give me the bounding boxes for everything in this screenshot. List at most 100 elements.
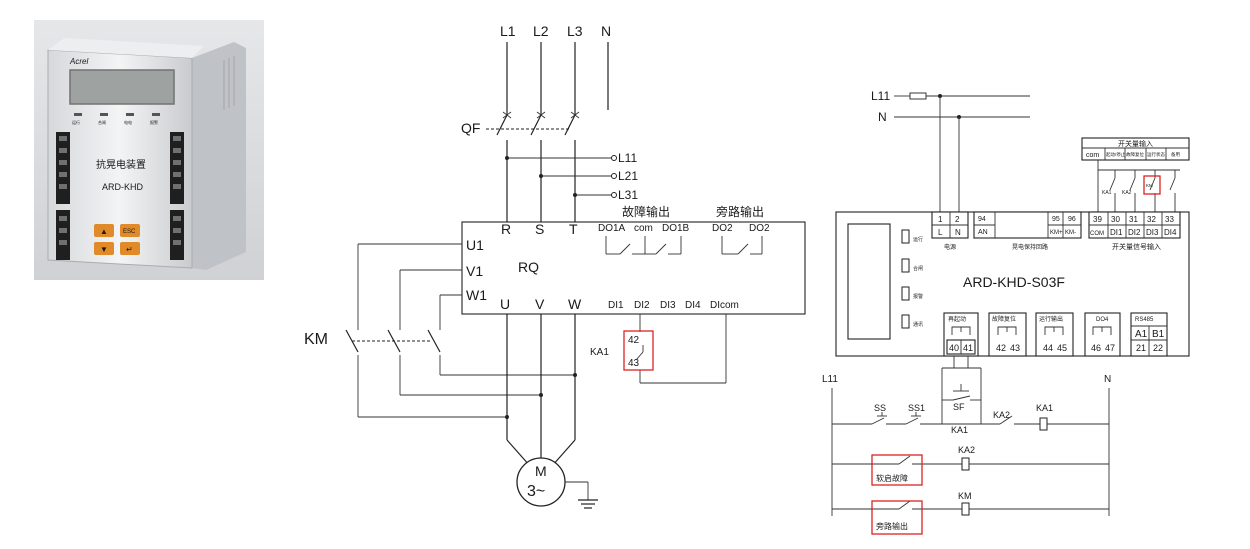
svg-text:运行: 运行 bbox=[913, 236, 923, 243]
device-label-rq: RQ bbox=[518, 259, 539, 275]
ground-icon bbox=[565, 481, 598, 509]
ka2-coil bbox=[961, 457, 970, 471]
control-rail-l11: L11 bbox=[822, 374, 838, 385]
contactor-label: KM bbox=[304, 331, 328, 348]
svg-text:N: N bbox=[955, 228, 961, 237]
svg-text:KM+: KM+ bbox=[1050, 230, 1063, 236]
svg-text:com: com bbox=[1086, 152, 1099, 159]
terminal-u: U bbox=[500, 296, 510, 312]
panel-model: ARD-KHD bbox=[102, 182, 144, 192]
svg-text:通讯: 通讯 bbox=[913, 321, 923, 328]
svg-text:DI2: DI2 bbox=[1128, 228, 1141, 237]
supply-label-l11: L11 bbox=[871, 89, 890, 103]
soft-starter-box bbox=[461, 221, 806, 315]
bypass-output-title: 旁路输出 bbox=[716, 204, 764, 219]
tap-label-l11: L11 bbox=[618, 151, 637, 165]
bypass-term-do2a: DO2 bbox=[712, 223, 733, 234]
tap-label-l31: L31 bbox=[618, 188, 638, 202]
relay-ka1-highlight bbox=[623, 330, 654, 371]
svg-text:报警: 报警 bbox=[150, 119, 158, 125]
terminal-w: W bbox=[568, 296, 582, 312]
svg-text:KA2: KA2 bbox=[1122, 190, 1132, 196]
svg-text:COM: COM bbox=[1090, 231, 1104, 237]
panel-title: 抗晃电装置 bbox=[96, 158, 146, 171]
bypass-out-label: 旁路输出 bbox=[876, 521, 908, 531]
bypass-contacts bbox=[721, 236, 763, 255]
fault-contacts bbox=[605, 236, 682, 255]
key-up bbox=[94, 224, 114, 237]
supply-label-n: N bbox=[878, 110, 887, 124]
sf-label: SF bbox=[953, 402, 965, 412]
ss1-button bbox=[905, 412, 921, 425]
svg-text:DI1: DI1 bbox=[1110, 228, 1123, 237]
svg-text:21: 21 bbox=[1136, 343, 1146, 353]
svg-text:ESC: ESC bbox=[123, 229, 136, 235]
svg-text:A1: A1 bbox=[1135, 329, 1148, 340]
bottom-terminal-groups: 再起动 40 41 故障复位 42 43 运行输出 44 45 DO4 bbox=[943, 312, 1168, 357]
svg-text:DI3: DI3 bbox=[1146, 228, 1159, 237]
svg-text:L: L bbox=[938, 228, 943, 237]
brand-logo: Acrel bbox=[69, 57, 88, 66]
key-down bbox=[94, 242, 114, 255]
bypass-term-do2b: DO2 bbox=[749, 223, 770, 234]
svg-text:95: 95 bbox=[1052, 216, 1060, 223]
led-row: 运行 合闸 电电 报警 bbox=[72, 113, 160, 125]
svg-text:合闸: 合闸 bbox=[98, 119, 106, 125]
svg-text:KM: KM bbox=[1146, 183, 1153, 188]
switch-input-title: 开关量输入 bbox=[1118, 139, 1153, 148]
svg-text:2: 2 bbox=[955, 215, 960, 224]
svg-text:30: 30 bbox=[1111, 215, 1120, 224]
terminal-u1: U1 bbox=[466, 237, 484, 253]
ss1-label: SS1 bbox=[908, 403, 925, 413]
svg-text:故障复位: 故障复位 bbox=[1126, 151, 1144, 158]
terminal-r: R bbox=[501, 221, 511, 237]
power-wiring-diagram: L1 L2 L3 N QF L11 L21 bbox=[304, 23, 806, 509]
module-leds: 运行 合闸 报警 通讯 bbox=[901, 229, 923, 329]
svg-text:▼: ▼ bbox=[100, 245, 108, 254]
svg-text:报警: 报警 bbox=[913, 293, 923, 300]
km-coil bbox=[961, 502, 970, 516]
svg-text:44: 44 bbox=[1043, 343, 1053, 353]
di-term-3: DI3 bbox=[660, 300, 676, 311]
svg-text:22: 22 bbox=[1153, 343, 1163, 353]
module-title: ARD-KHD-S03F bbox=[963, 274, 1065, 290]
svg-text:再起动: 再起动 bbox=[948, 315, 966, 323]
terminal-s: S bbox=[535, 221, 544, 237]
svg-text:合闸: 合闸 bbox=[913, 265, 923, 272]
relay-pin-42: 42 bbox=[628, 335, 640, 346]
di-term-4: DI4 bbox=[685, 300, 701, 311]
soft-fault-highlight bbox=[871, 454, 923, 486]
relay-label-ka1: KA1 bbox=[590, 347, 609, 358]
svg-text:46: 46 bbox=[1091, 343, 1101, 353]
svg-text:32: 32 bbox=[1147, 215, 1156, 224]
control-wiring-diagram: L11 N 开关量输入 com 起动/停止 故障复位 运行状态 备用 bbox=[822, 89, 1190, 535]
fault-term-do1b: DO1B bbox=[662, 223, 690, 234]
svg-text:运行状态: 运行状态 bbox=[1147, 151, 1165, 158]
keypad: ▲ ESC ▼ ↵ bbox=[94, 224, 140, 255]
svg-text:39: 39 bbox=[1093, 215, 1102, 224]
di-group-label: 开关量信号输入 bbox=[1112, 242, 1161, 251]
di-term-1: DI1 bbox=[608, 300, 624, 311]
svg-text:31: 31 bbox=[1129, 215, 1138, 224]
relay-pin-43: 43 bbox=[628, 358, 640, 369]
svg-text:RS485: RS485 bbox=[1135, 317, 1154, 323]
ka1-coil-label: KA1 bbox=[1036, 403, 1053, 413]
module-lcd bbox=[847, 223, 891, 340]
ka2-contact-label: KA2 bbox=[993, 410, 1010, 420]
terminal-w1: W1 bbox=[466, 287, 487, 303]
switch-input-table bbox=[1081, 137, 1190, 161]
bypass-out-highlight bbox=[871, 500, 923, 535]
signal-loop-label: 晃电保持回路 bbox=[1012, 243, 1048, 251]
ka1-coil bbox=[1039, 417, 1048, 431]
control-rail-n: N bbox=[1104, 374, 1111, 385]
key-esc bbox=[120, 224, 140, 237]
power-label: 电源 bbox=[944, 243, 956, 251]
svg-text:94: 94 bbox=[978, 216, 986, 223]
svg-text:↵: ↵ bbox=[126, 245, 133, 254]
km-coil-label: KM bbox=[958, 491, 972, 501]
terminal-t: T bbox=[569, 221, 578, 237]
di-term-com: DIcom bbox=[710, 300, 739, 311]
fault-term-do1a: DO1A bbox=[598, 223, 626, 234]
ka2-coil-label: KA2 bbox=[958, 445, 975, 455]
